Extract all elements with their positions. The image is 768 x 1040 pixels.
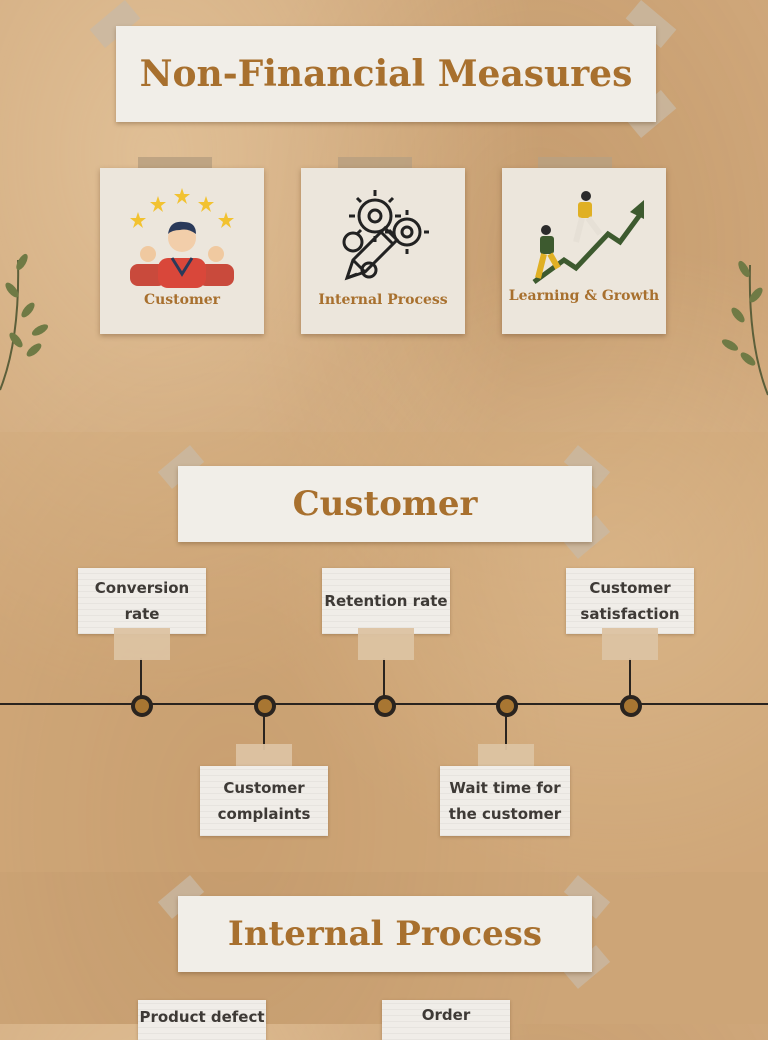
timeline-note: Retention rate: [322, 568, 450, 634]
timeline-connector: [629, 658, 631, 704]
internal-section-title-banner: Internal Process: [178, 896, 592, 972]
card-label: Customer: [143, 292, 221, 308]
page-title-banner: Non-Financial Measures: [116, 26, 656, 122]
tape-decoration: [114, 628, 170, 660]
pencil-gears-icon: [342, 190, 429, 281]
card-customer: Customer: [100, 168, 264, 334]
card-label: Learning & Growth: [508, 288, 660, 304]
timeline-note: Product defect: [138, 1000, 266, 1040]
customer-section-title-banner: Customer: [178, 466, 592, 542]
left-branch-icon: [0, 253, 49, 391]
timeline-connector: [263, 704, 265, 750]
section-title: Customer: [292, 484, 478, 524]
growth-arrow-icon: [532, 191, 644, 285]
right-branch-icon: [721, 260, 768, 396]
page-title: Non-Financial Measures: [139, 53, 633, 95]
timeline-connector: [505, 704, 507, 750]
timeline-note: Order: [382, 1000, 510, 1040]
card-label: Internal Process: [318, 292, 448, 308]
timeline-node: [254, 695, 276, 717]
timeline-note: Customer satisfaction: [566, 568, 694, 634]
timeline-connector: [383, 658, 385, 704]
card-internal-process: Internal Process: [301, 168, 465, 334]
timeline-connector: [140, 658, 142, 704]
timeline-node: [620, 695, 642, 717]
tape-decoration: [602, 628, 658, 660]
timeline-node: [131, 695, 153, 717]
card-learning-growth: Learning & Growth: [502, 168, 666, 334]
timeline-node: [496, 695, 518, 717]
timeline-note: Conversion rate: [78, 568, 206, 634]
timeline-note: Customer complaints: [200, 766, 328, 836]
tape-decoration: [358, 628, 414, 660]
timeline-node: [374, 695, 396, 717]
customer-rating-icon: [130, 188, 234, 288]
section-title: Internal Process: [227, 914, 543, 954]
timeline-note: Wait time for the customer: [440, 766, 570, 836]
